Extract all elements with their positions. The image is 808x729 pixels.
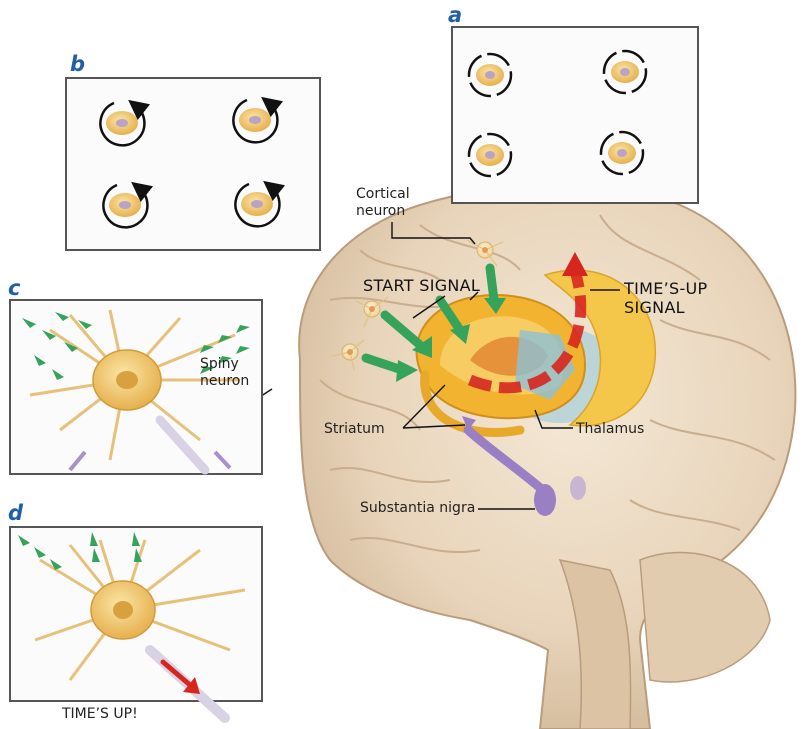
panel-letter-d: d: [8, 501, 23, 525]
panel-letter-b: b: [70, 52, 85, 76]
cortical-neuron-label: Cortical neuron: [356, 186, 410, 220]
panel-d: [10, 527, 262, 718]
spiny-neuron-label: Spiny neuron: [200, 356, 249, 390]
times-up-signal-label: TIME’S-UP SIGNAL: [624, 279, 707, 317]
striatum-label: Striatum: [324, 421, 385, 438]
times-up-caption: TIME’S UP!: [62, 706, 138, 723]
cerebellum: [640, 553, 770, 682]
start-signal-label: START SIGNAL: [363, 276, 480, 295]
panel-letter-a: a: [448, 3, 462, 27]
brain: [299, 184, 795, 729]
substantia-nigra-label: Substantia nigra: [360, 500, 475, 517]
panel-b: [66, 78, 320, 250]
panel-a: [452, 27, 698, 203]
panel-letter-c: c: [8, 276, 20, 300]
thalamus-label: Thalamus: [576, 421, 644, 438]
